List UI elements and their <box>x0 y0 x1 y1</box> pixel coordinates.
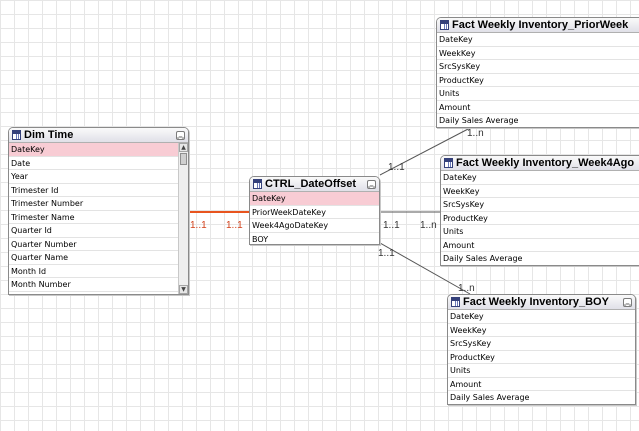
table-title: Fact Weekly Inventory_BOY <box>463 296 609 308</box>
table-row[interactable]: Amount <box>441 239 639 252</box>
cardinality-label: 1..n <box>467 128 484 139</box>
table-row[interactable]: WeekKey <box>437 47 639 60</box>
table-icon <box>451 297 460 307</box>
cardinality-label: 1..n <box>458 283 475 294</box>
table-header[interactable]: Dim Time ︽ <box>9 128 188 143</box>
scrollbar-thumb[interactable] <box>180 153 187 165</box>
table-row[interactable]: WeekKey <box>448 324 635 337</box>
scroll-down-icon[interactable]: ▼ <box>179 285 188 294</box>
table-row[interactable]: Units <box>437 87 639 101</box>
table-row[interactable]: Daily Sales Average <box>441 252 639 265</box>
table-row[interactable]: Daily Sales Average <box>437 114 639 127</box>
table-fact-priorweek[interactable]: Fact Weekly Inventory_PriorWeek DateKey … <box>436 17 639 128</box>
table-row[interactable]: DateKey <box>441 171 639 185</box>
table-header[interactable]: Fact Weekly Inventory_Week4Ago <box>441 156 639 171</box>
table-icon <box>444 158 453 168</box>
cardinality-label: 1..1 <box>190 220 207 231</box>
table-ctrl-dateoffset[interactable]: CTRL_DateOffset ︽ DateKey PriorWeekDateK… <box>249 176 380 245</box>
table-header[interactable]: CTRL_DateOffset ︽ <box>250 177 379 192</box>
table-row[interactable]: Month Id <box>9 265 178 278</box>
table-icon <box>440 20 449 30</box>
collapse-icon[interactable]: ︽ <box>176 130 185 140</box>
cardinality-label: 1..1 <box>226 220 243 231</box>
table-fact-week4ago[interactable]: Fact Weekly Inventory_Week4Ago DateKey W… <box>440 155 639 266</box>
table-row[interactable]: Trimester Id <box>9 184 178 197</box>
table-row[interactable]: SrcSysKey <box>441 198 639 212</box>
cardinality-label: 1..1 <box>383 220 400 231</box>
table-row[interactable]: Date <box>9 157 178 170</box>
table-row[interactable]: Quarter Number <box>9 238 178 251</box>
table-row[interactable]: Amount <box>448 378 635 391</box>
table-row[interactable]: SrcSysKey <box>448 337 635 351</box>
table-dim-time[interactable]: Dim Time ︽ DateKey Date Year Trimester I… <box>8 127 189 295</box>
table-title: Dim Time <box>24 129 74 141</box>
table-fact-boy[interactable]: Fact Weekly Inventory_BOY ︽ DateKey Week… <box>447 294 636 405</box>
table-icon <box>12 130 21 140</box>
table-row[interactable]: Quarter Name <box>9 251 178 265</box>
link-ctrl-priorweek[interactable] <box>379 127 471 176</box>
table-row[interactable]: SrcSysKey <box>437 60 639 74</box>
table-header[interactable]: Fact Weekly Inventory_BOY ︽ <box>448 295 635 310</box>
table-row[interactable]: BOY <box>250 233 379 245</box>
cardinality-label: 1..1 <box>378 248 395 259</box>
table-row[interactable]: DateKey <box>250 192 379 206</box>
cardinality-label: 1..1 <box>388 162 405 173</box>
vertical-scrollbar[interactable]: ▲ ▼ <box>178 143 188 294</box>
table-title: Fact Weekly Inventory_PriorWeek <box>452 19 629 31</box>
cardinality-label: 1..n <box>420 220 437 231</box>
table-row[interactable]: Week4AgoDateKey <box>250 219 379 233</box>
table-icon <box>253 179 262 189</box>
collapse-icon[interactable]: ︽ <box>623 297 632 307</box>
table-title: Fact Weekly Inventory_Week4Ago <box>456 157 635 169</box>
table-row[interactable]: ProductKey <box>437 74 639 87</box>
scroll-up-icon[interactable]: ▲ <box>179 143 188 152</box>
table-row[interactable]: ProductKey <box>448 351 635 364</box>
table-row[interactable]: WeekKey <box>441 185 639 198</box>
table-row[interactable]: Year <box>9 170 178 184</box>
table-row[interactable]: DateKey <box>448 310 635 324</box>
table-row[interactable]: ProductKey <box>441 212 639 225</box>
table-row[interactable]: PriorWeekDateKey <box>250 206 379 219</box>
table-row[interactable]: Month Number <box>9 278 178 292</box>
table-title: CTRL_DateOffset <box>265 178 357 190</box>
table-header[interactable]: Fact Weekly Inventory_PriorWeek <box>437 18 639 33</box>
table-row[interactable]: DateKey <box>9 143 178 157</box>
table-row[interactable]: Trimester Number <box>9 197 178 211</box>
table-row[interactable]: Amount <box>437 101 639 114</box>
table-row[interactable]: Units <box>441 225 639 239</box>
collapse-icon[interactable]: ︽ <box>367 179 376 189</box>
table-row[interactable]: Units <box>448 364 635 378</box>
table-row[interactable]: Quarter Id <box>9 224 178 238</box>
table-row[interactable]: DateKey <box>437 33 639 47</box>
table-row[interactable]: Trimester Name <box>9 211 178 224</box>
table-row[interactable]: Daily Sales Average <box>448 391 635 404</box>
link-ctrl-boy[interactable] <box>379 242 471 295</box>
